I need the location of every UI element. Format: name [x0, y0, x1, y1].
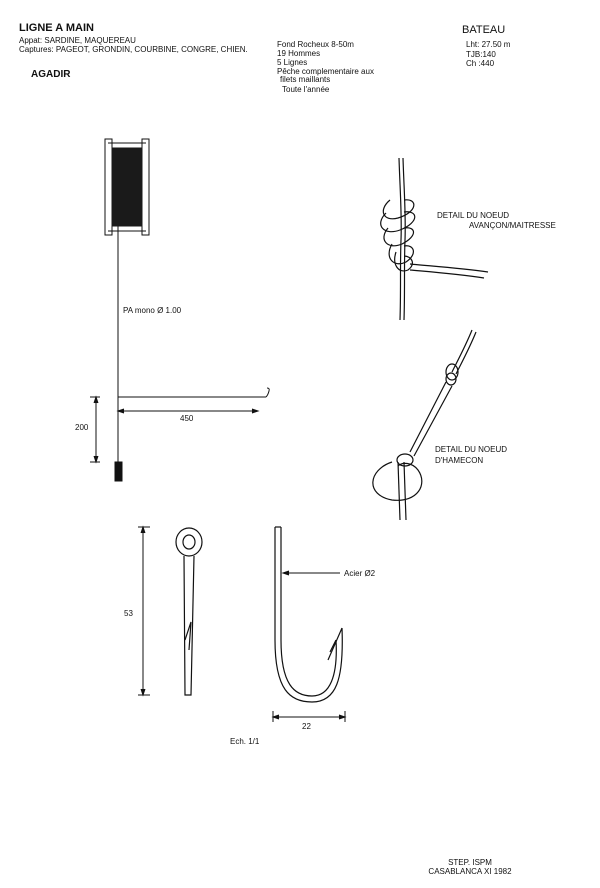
knot-detail-avancon: [380, 157, 489, 321]
boat-tjb: TJB:140: [466, 50, 496, 59]
info-line-2: 19 Hommes: [277, 49, 321, 58]
small-hook-icon: [265, 387, 270, 398]
hook-material-label: Acier Ø2: [344, 569, 376, 578]
scale-label: Ech. 1/1: [230, 737, 260, 746]
drawing-title: LIGNE A MAIN: [19, 22, 94, 34]
reel-icon: [104, 138, 150, 236]
knot1-label-line2: AVANÇON/MAITRESSE: [469, 221, 556, 230]
bait-text: Appat: SARDINE, MAQUEREAU: [19, 36, 136, 45]
knot-detail-hook: [372, 329, 477, 521]
info-line-4: Pêche complementaire aux: [277, 67, 374, 76]
eyed-hook-icon: [175, 527, 203, 696]
catches-text: Captures: PAGEOT, GRONDIN, COURBINE, CON…: [19, 45, 248, 54]
knot1-label-line1: DETAIL DU NOEUD: [437, 211, 510, 220]
dimension-53: 53: [124, 609, 133, 618]
dimension-200: 200: [75, 423, 89, 432]
footer-place-date: CASABLANCA XI 1982: [428, 867, 512, 876]
line-spec-label: PA mono Ø 1.00: [123, 306, 182, 315]
knot2-label-line2: D'HAMECON: [435, 456, 484, 465]
j-hook-icon: [274, 526, 343, 703]
info-line-1: Fond Rocheux 8-50m: [277, 40, 354, 49]
sinker-icon: [114, 461, 123, 482]
knot2-label-line1: DETAIL DU NOEUD: [435, 445, 508, 454]
boat-power: Ch :440: [466, 59, 495, 68]
footer-org: STEP. ISPM: [448, 858, 492, 867]
info-line-6: Toute l'année: [282, 85, 330, 94]
info-line-3: 5 Lignes: [277, 58, 308, 67]
info-line-5: filets maillants: [280, 75, 331, 84]
location-text: AGADIR: [31, 69, 71, 80]
dimension-22: 22: [302, 722, 311, 731]
dimension-450: 450: [180, 414, 194, 423]
boat-title: BATEAU: [462, 24, 506, 36]
boat-length: Lht: 27.50 m: [466, 40, 511, 49]
